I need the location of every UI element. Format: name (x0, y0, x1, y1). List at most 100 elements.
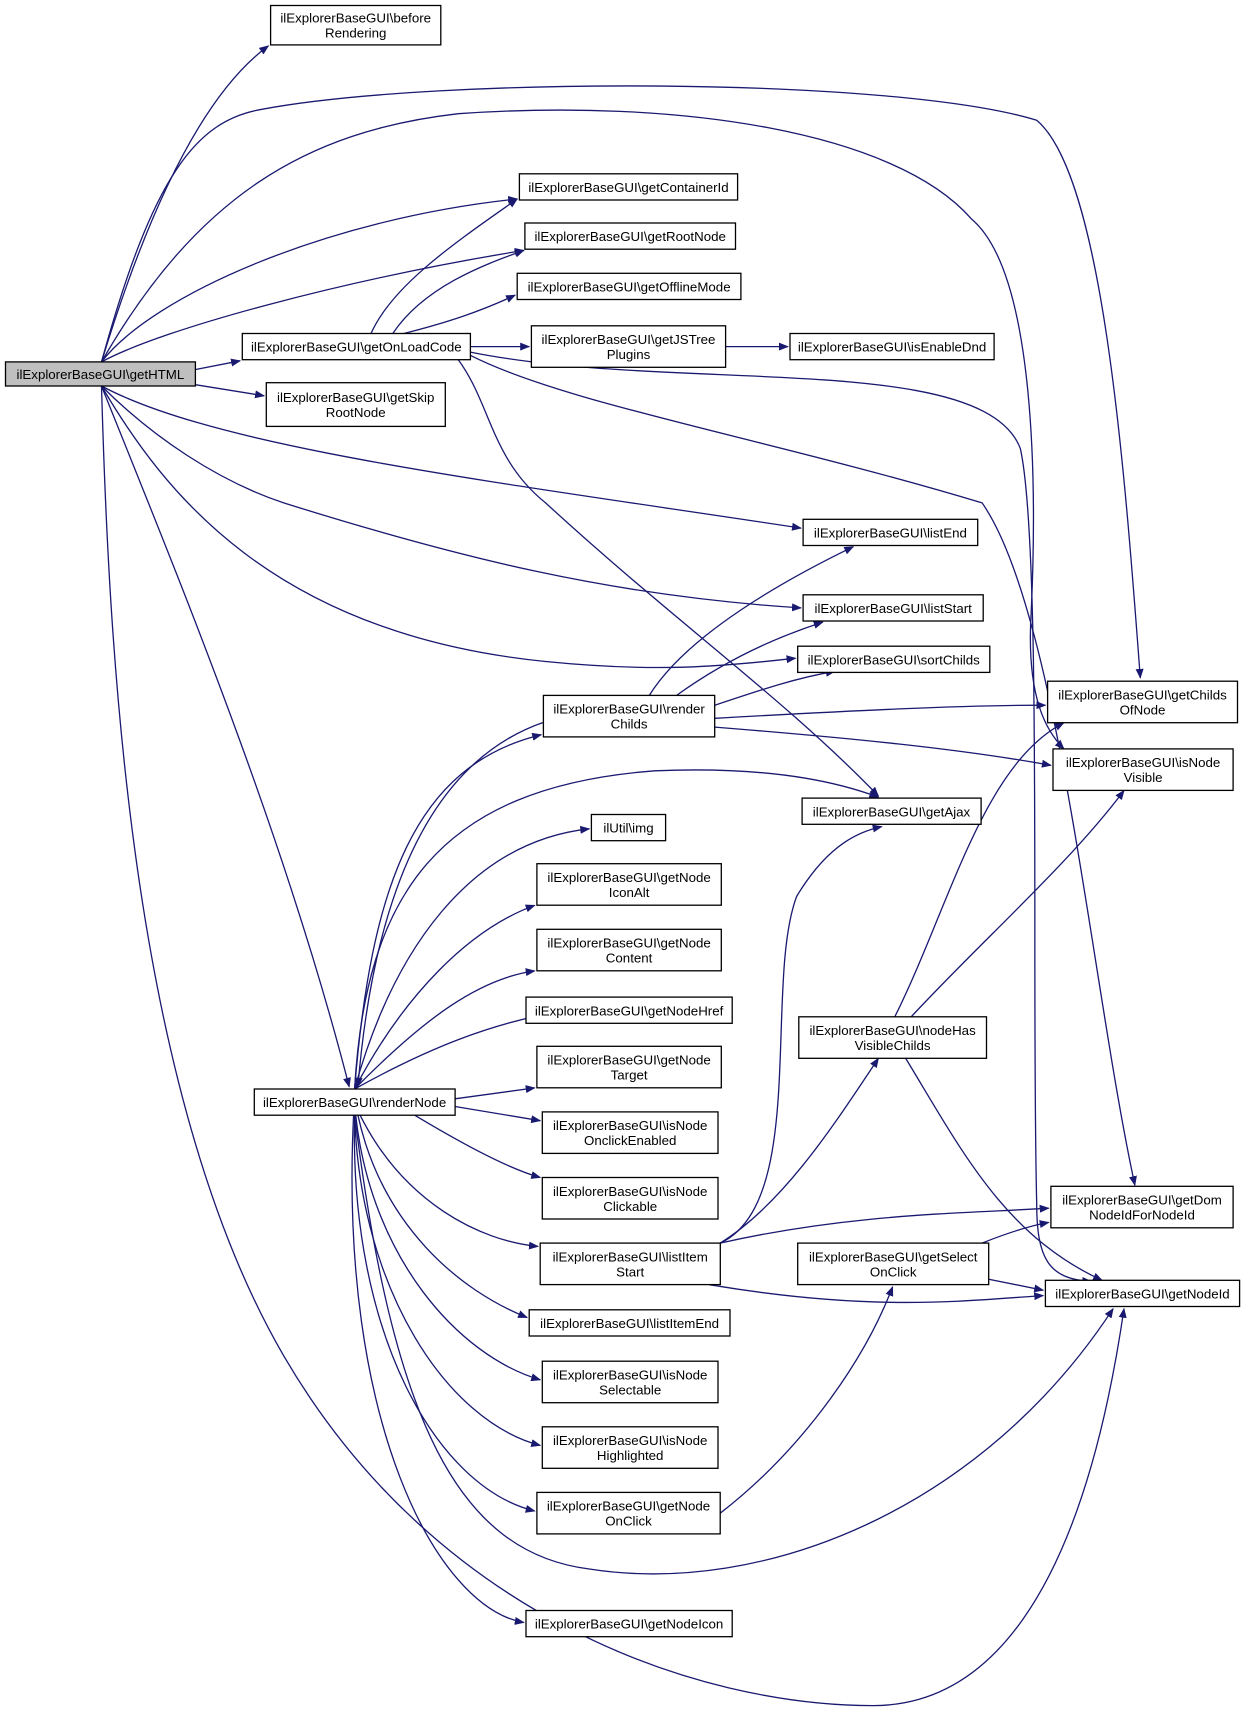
node-label: ilExplorerBaseGUI\getChilds (1058, 687, 1227, 702)
edge-path (101, 247, 525, 363)
edge-renderNode-to-getNodeId (353, 1115, 1114, 1575)
node-label: Content (606, 951, 653, 966)
node-label: ilExplorerBaseGUI\getNode (547, 1053, 710, 1068)
node-box (524, 222, 737, 250)
edge-path (414, 1114, 542, 1179)
edge-path (353, 1115, 1114, 1575)
node-label: ilExplorerBaseGUI\getHTML (17, 367, 185, 382)
node-label: Highlighted (597, 1448, 664, 1463)
node-label: ilExplorerBaseGUI\render (553, 702, 705, 717)
edge-path (353, 825, 591, 1090)
node-box (1046, 680, 1239, 724)
edge-renderNode-to-isNodeHighlighted (353, 1115, 542, 1448)
node-label: ilExplorerBaseGUI\listStart (814, 601, 972, 616)
edge-renderChilds-to-listStart (676, 621, 824, 696)
edge-path (354, 904, 536, 1090)
node-renderNode[interactable]: ilExplorerBaseGUI\renderNode (253, 1088, 456, 1116)
node-label: ilExplorerBaseGUI\getRootNode (534, 229, 725, 244)
edge-path (189, 358, 242, 372)
node-getNodeId[interactable]: ilExplorerBaseGUI\getNodeId (1044, 1279, 1241, 1308)
node-box (269, 4, 442, 46)
edge-path (353, 1115, 542, 1448)
edge-path (357, 1115, 529, 1319)
node-box (798, 1016, 988, 1059)
edge-getHTML-to-listEnd (101, 385, 802, 531)
node-label: ilExplorerBaseGUI\getSkip (277, 390, 434, 405)
node-getOnLoadCode[interactable]: ilExplorerBaseGUI\getOnLoadCode (241, 332, 472, 361)
node-label: Childs (611, 717, 648, 732)
edge-getOnLoadCode-to-getAjax (457, 359, 880, 797)
node-box (536, 1045, 722, 1089)
node-label: ilExplorerBaseGUI\isNode (1066, 755, 1220, 770)
node-label: OnClick (605, 1514, 652, 1529)
edge-getHTML-to-sortChilds (100, 385, 797, 669)
edge-path (988, 1278, 1045, 1293)
node-box (542, 694, 716, 738)
node-listStart[interactable]: ilExplorerBaseGUI\listStart (802, 594, 984, 622)
node-getNodeIcon[interactable]: ilExplorerBaseGUI\getNodeIcon (525, 1609, 733, 1638)
node-box (1044, 1279, 1241, 1308)
edge-path (470, 354, 1137, 1187)
node-label: ilExplorerBaseGUI\listItemEnd (540, 1316, 719, 1331)
node-sortChilds[interactable]: ilExplorerBaseGUI\sortChilds (797, 645, 991, 674)
edge-path (101, 385, 802, 612)
node-ilUtilImg[interactable]: ilUtil\img (590, 813, 667, 842)
edge-listItemStart-to-getDomNodeIdForNodeId (720, 1204, 1050, 1244)
node-box (541, 1111, 719, 1155)
edge-renderChilds-to-renderNode (354, 720, 546, 1088)
edge-path (403, 294, 517, 335)
edge-path (457, 359, 880, 797)
node-getOfflineMode[interactable]: ilExplorerBaseGUI\getOfflineMode (516, 272, 742, 301)
node-box (241, 332, 472, 361)
node-label: ilExplorerBaseGUI\getOfflineMode (528, 280, 731, 295)
edge-renderNode-to-getNodeOnClick (353, 1115, 536, 1513)
edge-path (100, 109, 1065, 750)
node-getRootNode[interactable]: ilExplorerBaseGUI\getRootNode (524, 222, 737, 250)
edge-path (351, 1115, 525, 1625)
edge-getHTML-to-renderNode (100, 385, 351, 1088)
node-listItemEnd[interactable]: ilExplorerBaseGUI\listItemEnd (528, 1309, 731, 1337)
edge-path (894, 722, 1065, 1018)
node-label: ilExplorerBaseGUI\getNodeIcon (535, 1617, 723, 1632)
node-getHTML[interactable]: ilExplorerBaseGUI\getHTML (4, 361, 197, 387)
node-listEnd[interactable]: ilExplorerBaseGUI\listEnd (802, 518, 979, 547)
edge-getHTML-to-getContainerId (100, 195, 519, 363)
edge-path (454, 1105, 542, 1124)
node-box (802, 594, 984, 622)
edge-path (709, 1284, 1045, 1304)
node-label: ilExplorerBaseGUI\getNode (547, 870, 710, 885)
node-label: ilExplorerBaseGUI\getNode (547, 1499, 710, 1514)
edge-getOnLoadCode-to-getRootNode (392, 249, 525, 334)
node-getNodeHref[interactable]: ilExplorerBaseGUI\getNodeHref (525, 996, 733, 1024)
node-isEnableDnd[interactable]: ilExplorerBaseGUI\isEnableDnd (789, 332, 995, 361)
node-box (516, 272, 742, 301)
node-label: Visible (1124, 770, 1163, 785)
node-getContainerId[interactable]: ilExplorerBaseGUI\getContainerId (518, 173, 739, 201)
edge-path (359, 1114, 539, 1250)
node-label: Rendering (325, 26, 386, 41)
node-getAjax[interactable]: ilExplorerBaseGUI\getAjax (801, 797, 982, 825)
node-box (789, 332, 995, 361)
node-box (536, 1491, 721, 1535)
node-label: ilExplorerBaseGUI\getOnLoadCode (251, 340, 462, 355)
edge-path (355, 1115, 542, 1382)
node-label: ilExplorerBaseGUI\sortChilds (808, 652, 981, 667)
